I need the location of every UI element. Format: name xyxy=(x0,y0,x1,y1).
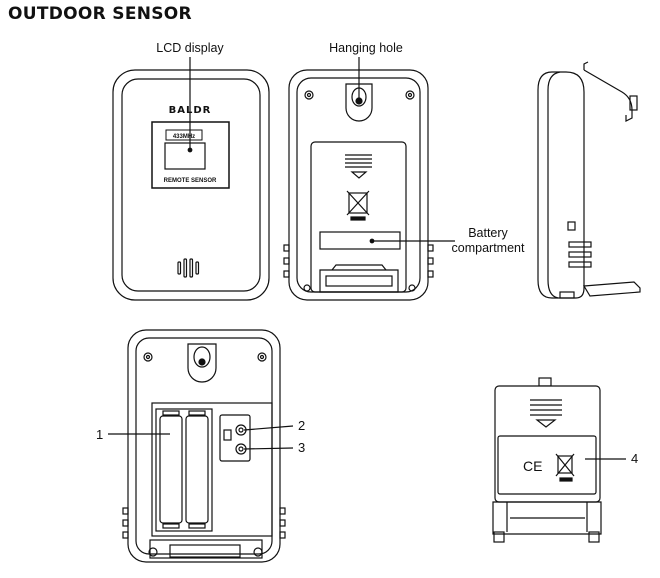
sensor-side-view xyxy=(537,61,641,299)
recycle-bin-icon xyxy=(555,453,575,482)
battery-compartment-label-line2: compartment xyxy=(452,241,525,255)
frequency-label: 433MHz xyxy=(173,134,195,140)
sensor-front-view: BALDR 433MHz REMOTE SENSOR xyxy=(112,57,270,301)
battery-compartment-label-line1: Battery xyxy=(468,226,508,240)
battery-cell-right xyxy=(185,415,209,524)
battery-compartment xyxy=(151,402,273,537)
remote-sensor-caption: REMOTE SENSOR xyxy=(164,178,217,184)
ce-mark: CE xyxy=(523,458,542,474)
speaker-icon xyxy=(177,258,200,278)
callout-1: 1 xyxy=(96,427,103,442)
hanging-hole-label: Hanging hole xyxy=(329,41,403,55)
battery-door-detail xyxy=(492,377,626,543)
hanging-hole xyxy=(345,83,373,122)
callout-4: 4 xyxy=(631,451,638,466)
recycle-bin-icon xyxy=(346,190,370,221)
battery-cell-left xyxy=(159,415,183,524)
page-title: OUTDOOR SENSOR xyxy=(8,4,192,24)
door-label-plate xyxy=(497,435,597,495)
callout-2: 2 xyxy=(298,418,305,433)
lcd-display-label: LCD display xyxy=(156,41,224,55)
unit-switch xyxy=(223,429,232,441)
sensor-open-back-view xyxy=(108,329,294,563)
sensor-back-view xyxy=(283,57,455,301)
callout-3: 3 xyxy=(298,440,305,455)
